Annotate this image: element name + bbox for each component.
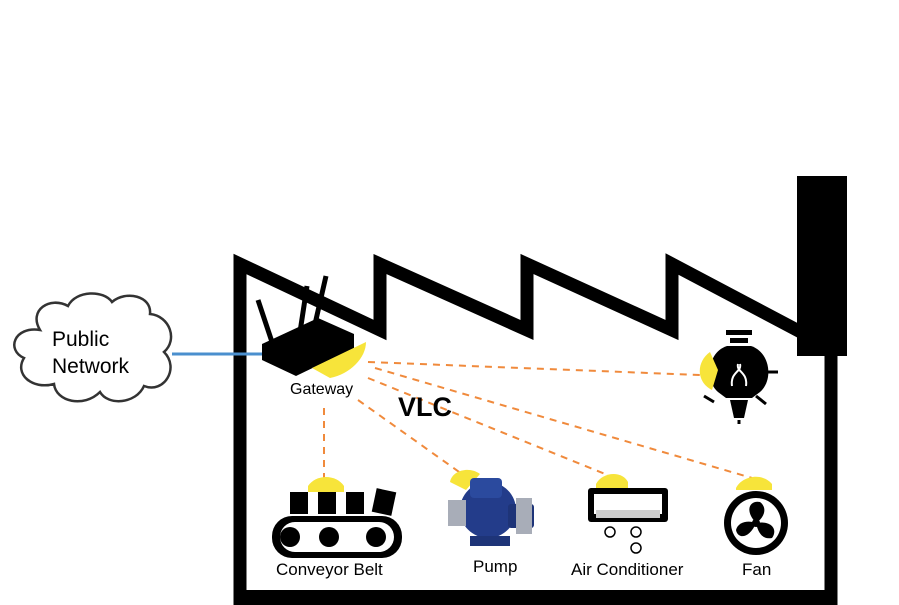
vlc-link-bulb	[367, 361, 701, 376]
fan-icon	[724, 476, 788, 555]
air-conditioner-icon	[588, 473, 668, 554]
fan-light-beam	[736, 476, 772, 490]
pump-label: Pump	[473, 557, 518, 576]
public-network-label-line2: Network	[52, 355, 130, 378]
cloud-icon	[13, 292, 173, 403]
factory-floor	[234, 590, 837, 605]
light-bulb-icon	[699, 330, 778, 424]
ac-light-beam	[596, 473, 628, 488]
factory-building	[233, 253, 838, 605]
vlc-link-ac	[367, 377, 611, 477]
factory-chimney	[797, 176, 847, 356]
conveyor-belt-icon	[272, 477, 402, 558]
public-network-label-line1: Public	[52, 328, 110, 351]
router-icon	[255, 275, 366, 378]
air-conditioner-label: Air Conditioner	[571, 560, 684, 579]
gateway-label: Gateway	[290, 381, 354, 398]
conveyor-light-beam	[308, 477, 344, 492]
pump-light-beam	[450, 469, 480, 490]
vlc-links	[323, 361, 753, 479]
bulb-light-beam	[699, 352, 718, 390]
conveyor-belt-label: Conveyor Belt	[276, 560, 383, 579]
fan-label: Fan	[742, 560, 772, 579]
pump-icon	[448, 469, 534, 546]
public-network-label: Public Network	[52, 326, 152, 380]
vlc-link-fan	[374, 367, 753, 479]
vlc-label: VLC	[398, 392, 452, 422]
vlc-link-pump	[357, 399, 463, 475]
gateway-light-beam	[312, 342, 366, 378]
